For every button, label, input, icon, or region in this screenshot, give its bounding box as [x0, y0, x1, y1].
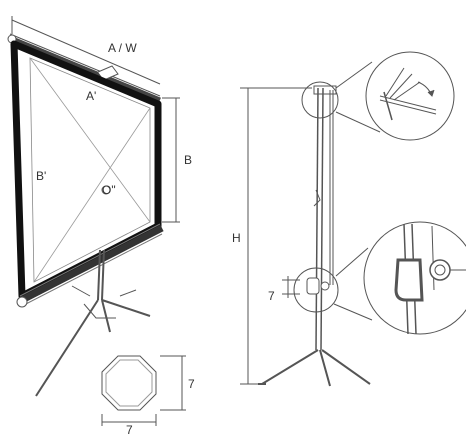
roller-case — [20, 224, 164, 304]
label-width: A / W — [108, 41, 137, 55]
label-diagonal: O" — [102, 183, 116, 197]
label-base-side: 7 — [188, 377, 195, 391]
label-a-prime: A' — [86, 89, 96, 103]
label-height-b: B — [184, 153, 192, 167]
top-hinge-detail — [379, 67, 437, 121]
clamp-detail — [394, 223, 466, 335]
label-total-height: H — [232, 231, 241, 245]
screen-assembly — [7, 16, 180, 397]
top-bar — [9, 35, 161, 103]
tripod-base-footprint — [101, 355, 186, 426]
magnifier-top-detail — [365, 51, 455, 141]
screen-diagonal — [29, 57, 151, 223]
diagonal-center-marker — [101, 185, 111, 195]
label-b-prime: B' — [36, 169, 46, 183]
magnifier-top-small — [301, 81, 339, 119]
label-base-bottom: 7 — [126, 423, 133, 435]
magnifier-clamp-small — [293, 267, 339, 313]
side-view — [240, 51, 466, 387]
tripod — [35, 249, 151, 397]
label-clamp-dimension: 7 — [268, 289, 275, 303]
